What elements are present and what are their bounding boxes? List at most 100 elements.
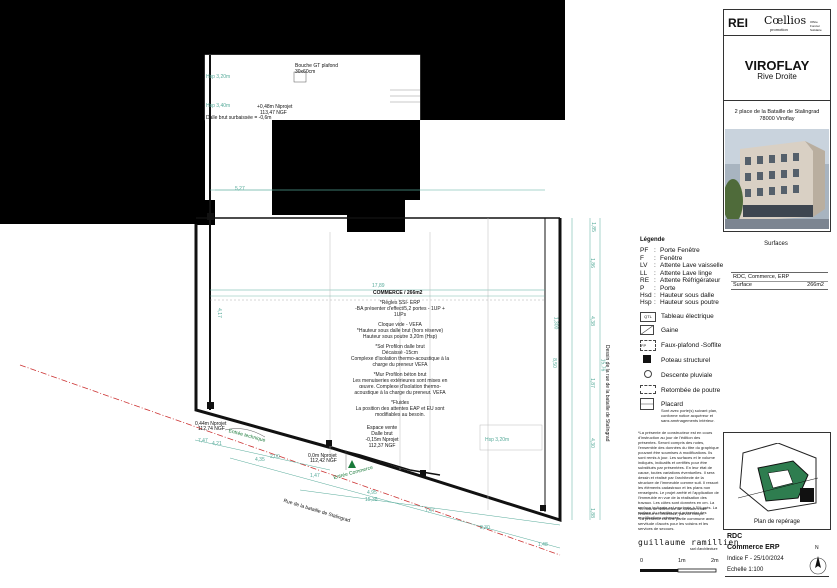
hsp-top-label: Hsp 3,20m <box>206 74 231 80</box>
legend-item: Hsp:Hauteur sous poutre <box>640 299 719 306</box>
commerce-notes: *Règles SSI- ERP -BA présenter d'effect/… <box>330 300 470 418</box>
retombee-poutre-icon <box>640 385 656 394</box>
level-title: RDC <box>727 533 743 540</box>
echelle-label: Echelle 1:100 <box>727 567 764 573</box>
hsp-left-label: Hsp 3,40m <box>206 103 231 109</box>
dim-label: 4,38 <box>588 316 595 326</box>
note-regles3: 1UPs <box>393 312 407 318</box>
dim-label: 7,47 <box>198 438 208 444</box>
dim-1789: 17,89 <box>372 283 385 289</box>
symbol-label: Poteau structurel <box>661 357 711 364</box>
dim-label: 1,300 <box>552 316 559 330</box>
dalle-label: Dalle brut surbaissée = -0,6m <box>206 115 272 121</box>
mid-ngf-label: 112,42 NGF <box>310 458 337 464</box>
bouche-label: Bouche GT plafond <box>295 63 338 69</box>
ofs-logo: Office Foncier Solidaire <box>810 20 822 32</box>
dim-label: 1,88 <box>588 508 595 518</box>
descente-pluviale-icon <box>644 370 652 378</box>
note-sol2: Décaissé -15cm <box>382 350 418 356</box>
note-sol4: charge du preneur VEFA <box>372 362 428 368</box>
gaine-icon <box>640 325 654 335</box>
legend-key: LL <box>640 270 648 277</box>
logo-box: REI Cœllios promotion Office Foncier Sol… <box>723 9 831 37</box>
legend-value: Porte <box>660 285 676 292</box>
note-fluides2: La position des attentes EAP et EU sont <box>355 406 445 412</box>
note-sol: *Sol Profilon dalle brut <box>375 344 425 350</box>
note-clos: Cloque vide - VEFA <box>378 322 422 328</box>
legend-item: LL:Attente Lave linge <box>640 270 713 277</box>
note-fluides3: modifiables au besoin. <box>375 412 425 418</box>
espace-vente-label: Espace vente Dalle brut -0,15m Nprojet 1… <box>362 425 402 449</box>
general-notes-3: *La présente est une partie commune avec… <box>638 516 715 531</box>
bouche-dim-label: 30x60cm <box>295 69 316 75</box>
legend-key: F <box>640 255 644 262</box>
surface-row-2-value: 266m2 <box>807 282 824 288</box>
scale-1: 1m <box>678 558 686 564</box>
note-mur: *Mur Profilon béton brut <box>373 372 427 378</box>
dim-label: 8,50 <box>550 358 557 368</box>
north-arrow-icon <box>809 556 827 575</box>
general-notes: *La présente de constructeur est en cour… <box>638 430 719 520</box>
dim-label: 4,30 <box>588 438 595 448</box>
legend-value: Hauteur sous dalle <box>660 292 715 299</box>
entrance-arrow-icon <box>348 460 356 468</box>
dim-label: 4,35 <box>255 457 265 463</box>
symbol-label: Retombée de poutre <box>661 387 721 394</box>
symbol-label: Tableau électrique <box>661 313 714 320</box>
legend-value: Hauteur sous poutre <box>660 299 719 306</box>
legend-key: P <box>640 285 645 292</box>
project-title: VIROFLAY <box>744 58 810 73</box>
legend-item: Hsd:Hauteur sous dalle <box>640 292 715 299</box>
legend-key: RE <box>640 277 650 284</box>
architect-sub: sarl d'architecture <box>690 547 718 551</box>
rei-logo: REI <box>728 16 749 30</box>
espace-line2: Dalle brut <box>371 431 393 437</box>
note-mur3: œuvre. Complexe d'isolation thermo- <box>359 384 441 390</box>
left-ngf-label: 112,74 NGF <box>198 426 225 432</box>
title-divider <box>725 576 829 577</box>
address-box: 2 place de la Bataille de Stalingrad 780… <box>723 100 831 232</box>
coellios-sub: promotion <box>770 27 788 32</box>
note-regles: *Règles SSI- ERP <box>379 300 421 306</box>
general-notes-2: *En cas de différence de niveaux entre l… <box>638 506 707 516</box>
surface-table: RDC, Commerce, ERP Surface 266m2 <box>731 272 828 290</box>
scale-2: 2m <box>711 558 719 564</box>
espace-line3: -0,15m Nprojet <box>365 437 399 443</box>
legend-item: F:Fenêtre <box>640 255 683 262</box>
building-render <box>725 129 829 229</box>
dim-label: 15,76 <box>599 358 606 372</box>
legend-value: Attente Lave linge <box>660 270 713 277</box>
note-fluides: *Fluides <box>390 400 410 406</box>
project-box: VIROFLAY Rive Droite <box>723 35 831 102</box>
dim-label: 1,86 <box>588 258 595 268</box>
dim-label: 1,48 <box>538 542 548 548</box>
legend-key: LV <box>640 262 648 269</box>
surfaces-title: Surfaces <box>764 241 788 247</box>
niveau-label: +0,48m Niprojet <box>257 104 293 110</box>
legend-value: Attente Lave vaisselle <box>660 262 724 269</box>
commerce-title: COMMERCE / 266m2 <box>373 290 423 296</box>
note-mur2: Les menuiseries extérieures sont mises e… <box>352 378 448 384</box>
surface-row-2-label: Surface <box>733 282 752 288</box>
indice-label: Indice F - 25/10/2024 <box>727 556 784 562</box>
location-plan-box: Plan de repérage <box>723 432 831 530</box>
coellios-logo: Cœllios <box>764 14 807 27</box>
legend-value: Attente Réfrigérateur <box>660 277 721 284</box>
dim-label: 1,47 <box>310 473 320 479</box>
symbol-label: Placard <box>661 401 684 408</box>
dim-label: 4,17 <box>215 308 222 318</box>
espace-line4: 112,37 NGF <box>368 443 396 449</box>
address-line2: 78000 Viroflay <box>759 116 795 122</box>
legend-key: Hsp <box>640 299 652 306</box>
dim-label: 15,38 <box>365 497 378 503</box>
dim-label: 2,00 <box>270 454 280 460</box>
note-clos3: Hauteur sous poutre 3,20m (Hsp) <box>362 334 438 340</box>
dim-label: 8,30 <box>480 525 490 531</box>
surface-row-1: RDC, Commerce, ERP <box>733 274 790 280</box>
note-clos2: *Hauteur sous dalle brut (hors réserve) <box>356 328 444 334</box>
symbol-label: Descente pluviale <box>661 372 713 379</box>
floor-plan: Bouche GT plafond 30x60cm Hsp 3,20m Hsp … <box>0 0 610 556</box>
note-sol3: Complexe d'isolation thermo-acoustique à… <box>350 356 450 362</box>
architect-logo: guillaume ramillien <box>638 538 740 547</box>
symbol-label: Gaine <box>661 327 679 334</box>
